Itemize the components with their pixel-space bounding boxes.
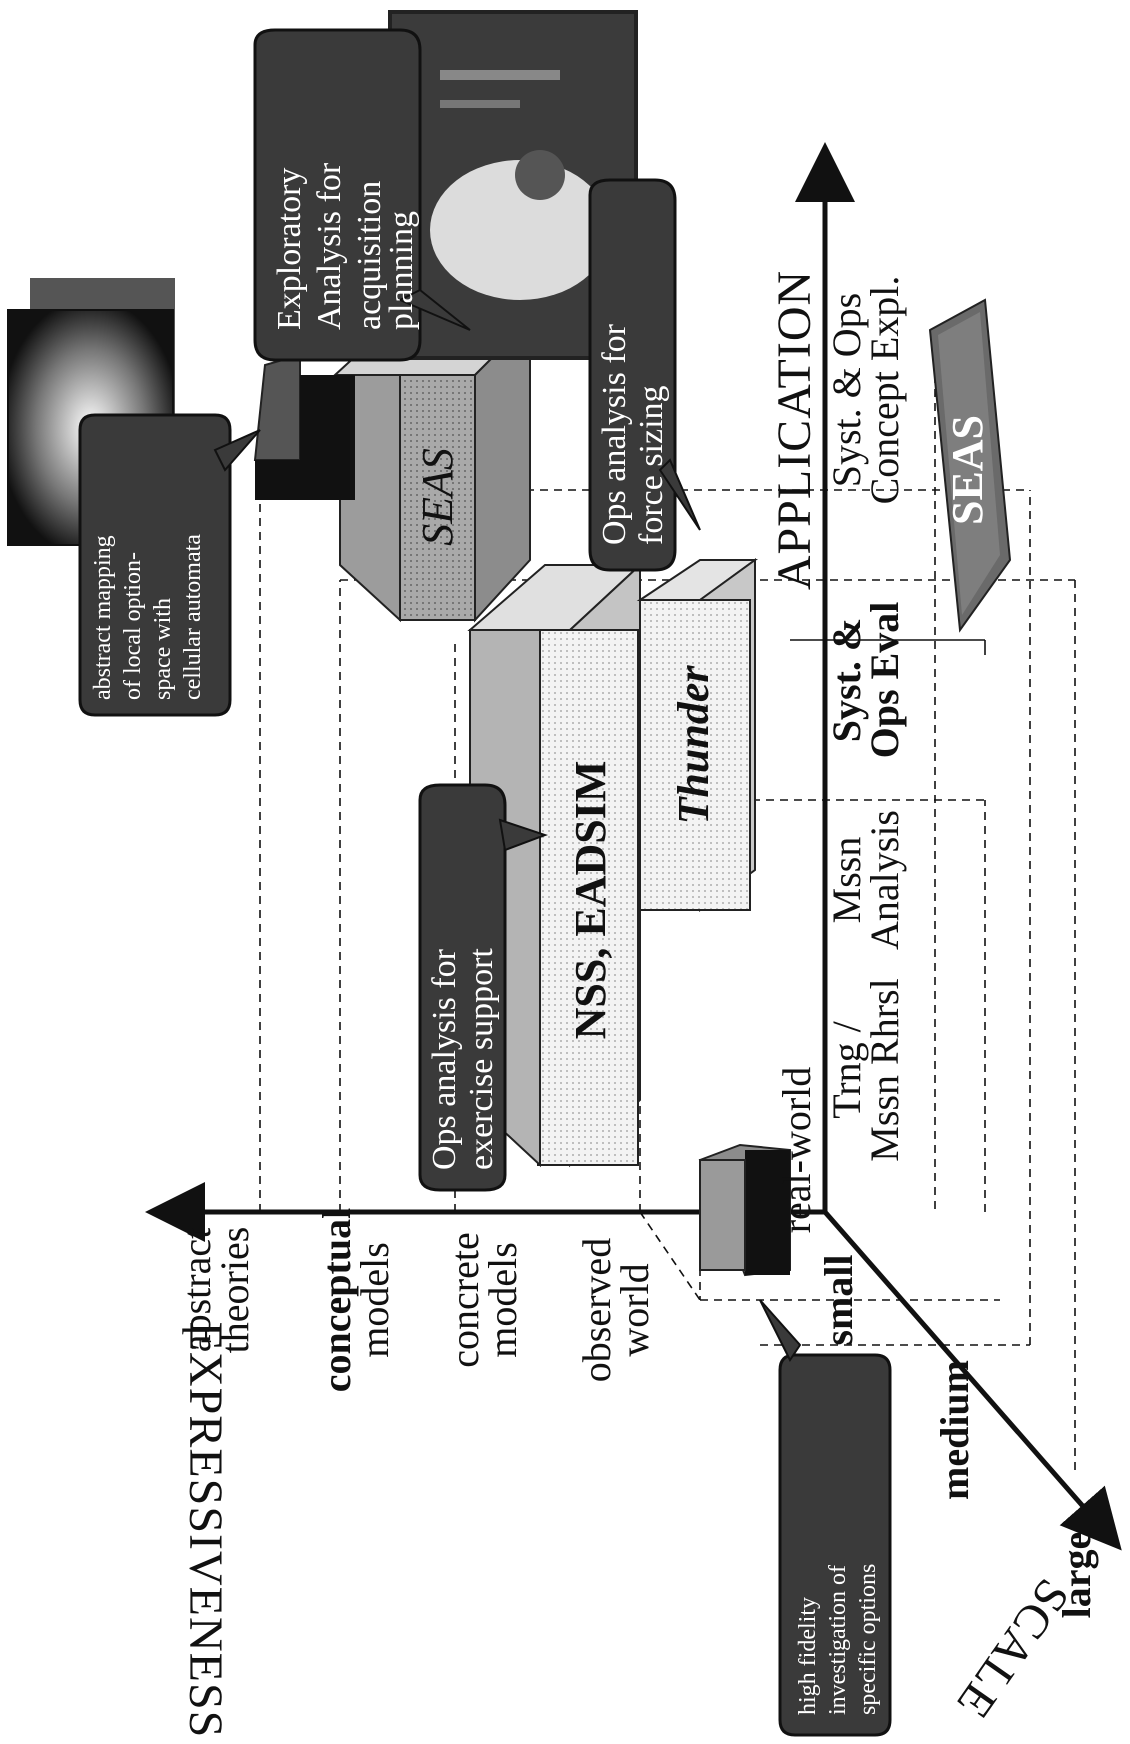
svg-text:abstract mapping: abstract mapping — [90, 535, 116, 700]
svg-text:models: models — [480, 1242, 525, 1358]
svg-text:Mssn Rhrsl: Mssn Rhrsl — [862, 978, 907, 1161]
expressiveness-title: EXPRESSIVENESS — [179, 1322, 232, 1739]
svg-text:exercise support: exercise support — [463, 948, 500, 1170]
nss-eadsim-label: NSS, EADSIM — [566, 761, 615, 1040]
seas-main-box: SEAS — [335, 320, 530, 620]
svg-text:high fidelity: high fidelity — [795, 1597, 821, 1715]
svg-text:investigation of: investigation of — [825, 1565, 851, 1715]
svg-text:Ops analysis for: Ops analysis for — [426, 948, 463, 1170]
callout-force-sizing: Ops analysis for force sizing — [590, 180, 700, 570]
svg-text:world: world — [612, 1263, 657, 1356]
thunder-box: Thunder — [640, 560, 755, 910]
svg-text:cellular automata: cellular automata — [180, 534, 206, 700]
svg-text:real-world: real-world — [774, 1067, 819, 1234]
exploratory-line-4: planning — [383, 211, 420, 330]
svg-text:force sizing: force sizing — [633, 385, 670, 545]
seas-flat-label: SEAS — [943, 415, 992, 525]
svg-text:Analysis: Analysis — [862, 810, 907, 950]
exploratory-line-1: Exploratory — [271, 168, 308, 330]
svg-text:specific options: specific options — [855, 1564, 881, 1715]
application-title: APPLICATION — [768, 270, 821, 590]
callout-abstract-mapping: abstract mapping of local option- space … — [80, 415, 260, 715]
svg-text:of local option-: of local option- — [120, 552, 146, 700]
svg-text:space with: space with — [150, 598, 176, 700]
abstract-theories-box — [255, 355, 355, 500]
svg-text:small: small — [816, 1254, 861, 1345]
exploratory-line-2: Analysis for — [311, 162, 348, 330]
callout-high-fidelity: high fidelity investigation of specific … — [760, 1300, 890, 1735]
svg-text:models: models — [352, 1242, 397, 1358]
svg-text:Ops analysis for: Ops analysis for — [596, 323, 633, 545]
svg-text:medium: medium — [932, 1360, 977, 1500]
seas-main-label: SEAS — [413, 448, 462, 546]
svg-text:Concept Expl.: Concept Expl. — [862, 276, 907, 505]
svg-text:Ops Eval: Ops Eval — [862, 602, 907, 759]
svg-text:theories: theories — [212, 1227, 257, 1354]
expressiveness-labels: abstract theories conceptual models conc… — [174, 1208, 657, 1392]
thunder-label: Thunder — [669, 665, 718, 825]
svg-text:large: large — [1054, 1532, 1099, 1619]
